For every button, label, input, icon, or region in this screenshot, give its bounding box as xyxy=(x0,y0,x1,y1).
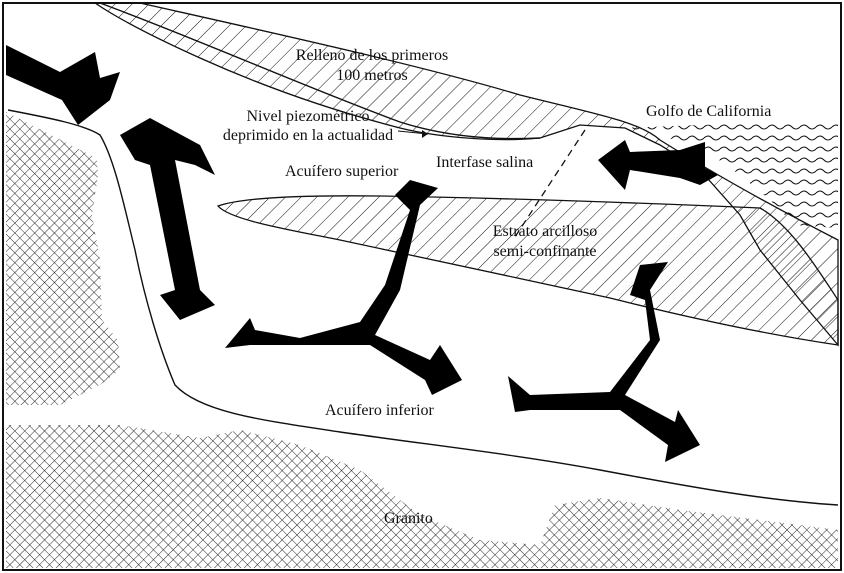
saline-interface-label: Interfase salina xyxy=(436,154,533,171)
lower-aquifer-label: Acuífero inferior xyxy=(325,402,435,419)
upper-aquifer-label: Acuífero superior xyxy=(285,163,399,180)
clay-label-line2: semi-confinante xyxy=(493,243,596,260)
clay-label-line1: Estrato arcilloso xyxy=(493,223,597,240)
granite-label: Granito xyxy=(384,510,433,527)
fill-label-line1: Relleno de los primeros xyxy=(296,47,448,64)
piezometric-label-line2: deprimido en la actualidad xyxy=(223,127,393,144)
fill-label-line2: 100 metros xyxy=(336,67,408,84)
gulf-label: Golfo de California xyxy=(646,103,771,120)
piezometric-label-line1: Nivel piezométrico xyxy=(246,108,369,125)
